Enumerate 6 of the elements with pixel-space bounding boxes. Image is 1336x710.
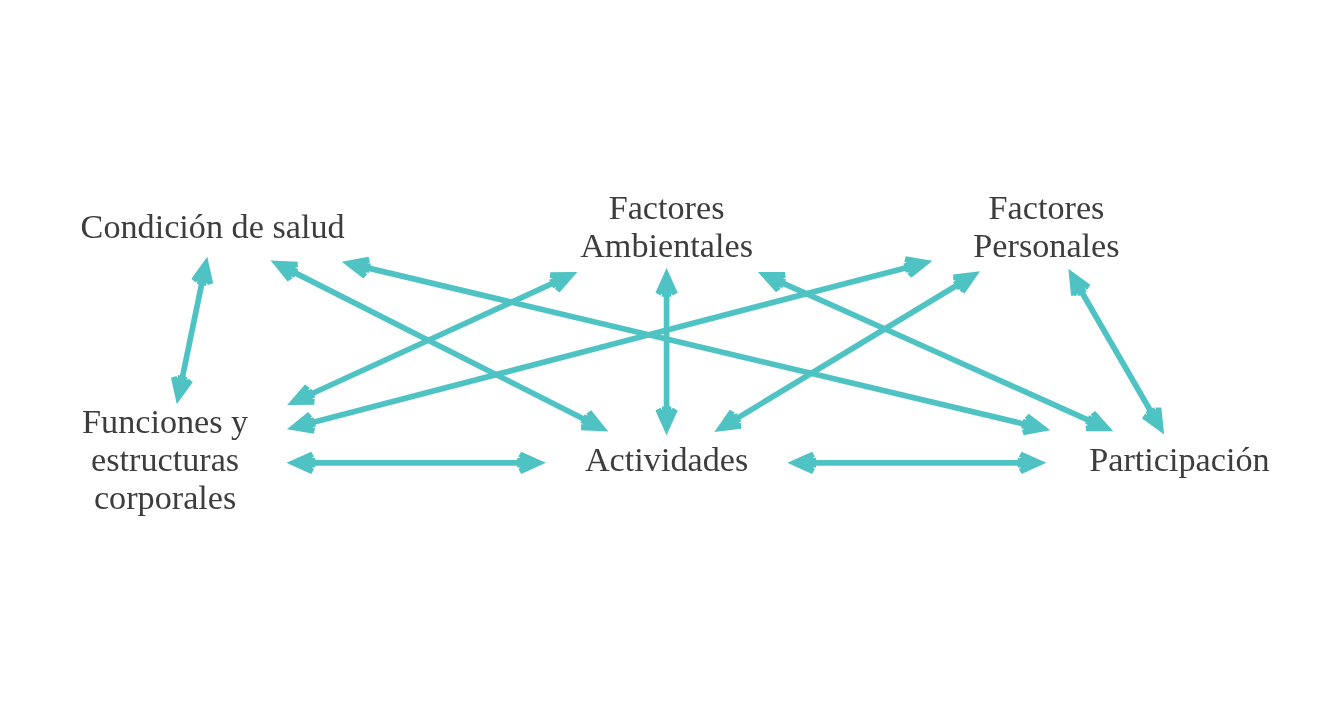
- node-text: Funciones y estructuras corporales: [82, 402, 249, 516]
- node-text: Actividades: [584, 440, 749, 478]
- node-text: Factores Ambientales: [580, 188, 753, 264]
- node-text: Factores Personales: [973, 188, 1120, 264]
- node-text: Condición de salud: [80, 207, 345, 245]
- node-text: Participación: [1089, 440, 1270, 478]
